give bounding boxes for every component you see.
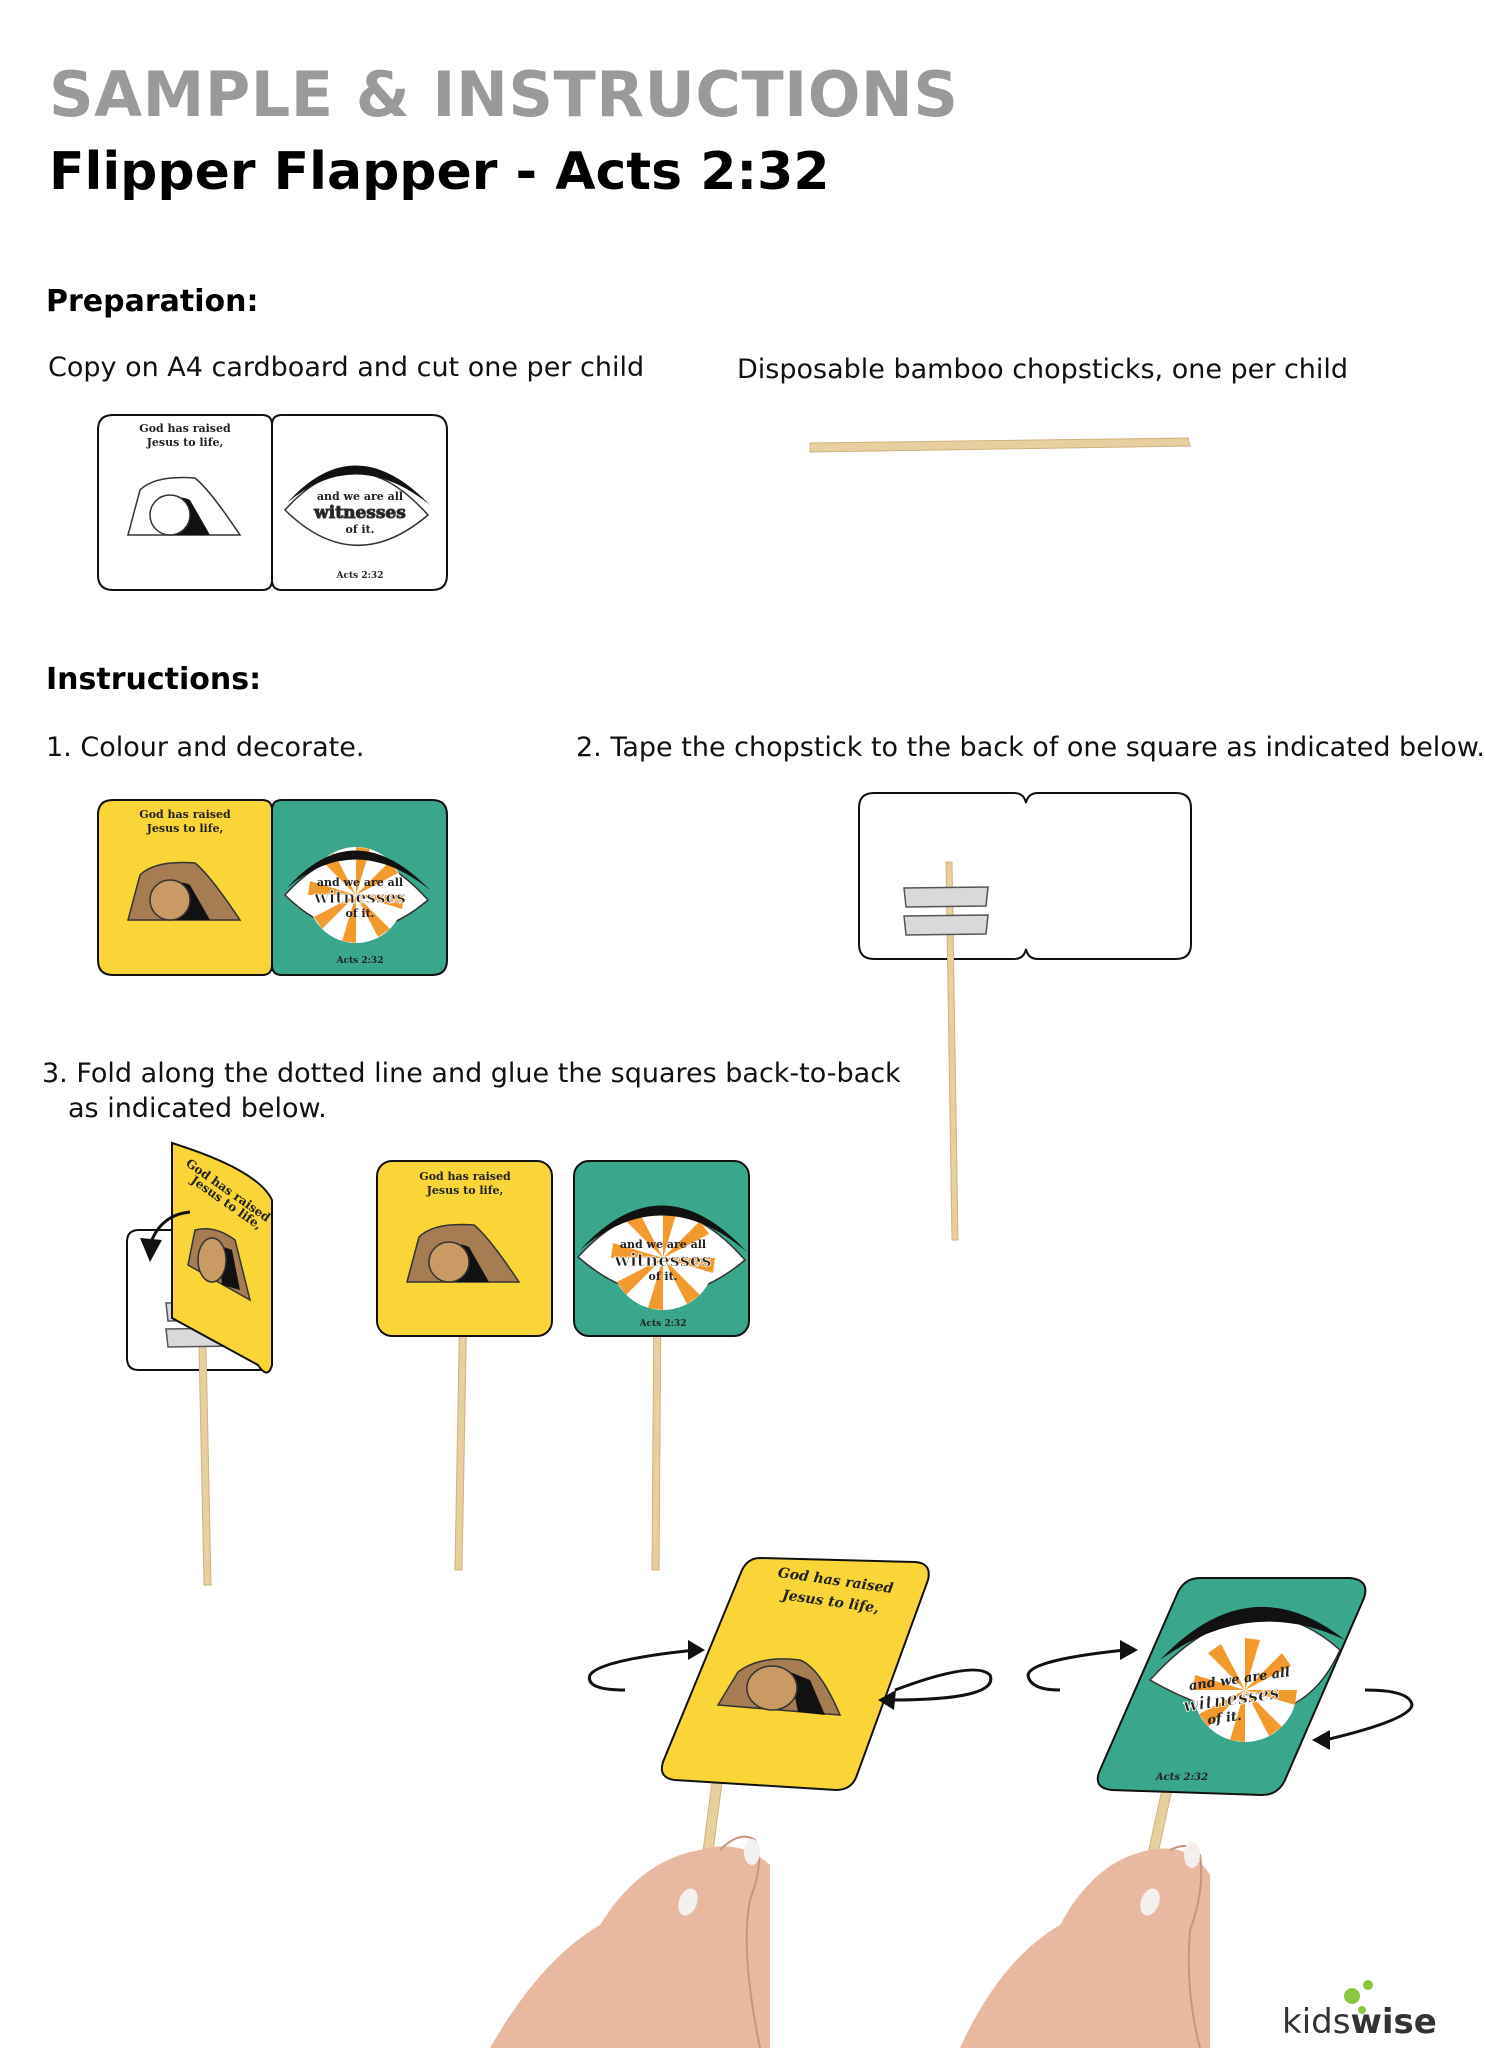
eye-icon xyxy=(283,465,430,546)
coloured-front-line2: Jesus to life, xyxy=(146,822,224,835)
eye-icon xyxy=(576,1205,747,1310)
coloured-template-card: God has raised Jesus to life, and we are… xyxy=(97,799,448,976)
step-3-text-line2: as indicated below. xyxy=(68,1093,327,1124)
template-reference: Acts 2:32 xyxy=(336,571,384,581)
instructions-illustrations: God has raised Jesus to life, and we are… xyxy=(97,414,1414,2048)
finished-front-line2: Jesus to life, xyxy=(426,1184,504,1197)
coloured-back-word: witnesses xyxy=(313,888,406,908)
preparation-heading: Preparation: xyxy=(46,284,259,319)
tomb-icon xyxy=(716,1658,842,1716)
kidswise-logo-dots xyxy=(1344,1980,1373,2014)
tomb-icon xyxy=(187,1228,252,1302)
rotate-arrow-icon xyxy=(878,1668,993,1710)
page-supertitle: SAMPLE & INSTRUCTIONS xyxy=(49,58,959,131)
step-1-text: 1. Colour and decorate. xyxy=(46,732,365,763)
preparation-item-cardboard: Copy on A4 cardboard and cut one per chi… xyxy=(48,352,645,383)
finished-back-word: witnesses xyxy=(613,1250,711,1271)
preparation-item-chopsticks: Disposable bamboo chopsticks, one per ch… xyxy=(737,354,1349,385)
flipping-back-reference: Acts 2:32 xyxy=(1155,1772,1208,1783)
finished-front-card: God has raised Jesus to life, xyxy=(376,1160,553,1571)
flipping-back-card: and we are all witnesses of it. Acts 2:3… xyxy=(1026,1577,1414,1891)
step-2-text: 2. Tape the chopstick to the back of one… xyxy=(576,732,1485,763)
hand-image-right xyxy=(960,1842,1210,2048)
flipping-front-card: God has raised Jesus to life, xyxy=(587,1556,993,1891)
tomb-icon xyxy=(127,476,242,536)
finished-back-line1: and we are all xyxy=(620,1238,706,1251)
template-outline-card: God has raised Jesus to life, and we are… xyxy=(97,414,448,591)
kidswise-logo: kidswise xyxy=(1282,2002,1437,2042)
template-front-line2: Jesus to life, xyxy=(146,436,224,449)
hand-image-left xyxy=(490,1835,770,2048)
coloured-reference: Acts 2:32 xyxy=(336,956,384,966)
tape-strip xyxy=(903,914,989,936)
page-title: Flipper Flapper - Acts 2:32 xyxy=(49,142,830,202)
rotate-arrow-icon xyxy=(1312,1688,1414,1750)
instructions-heading: Instructions: xyxy=(46,662,262,697)
step-3-text-line1: 3. Fold along the dotted line and glue t… xyxy=(42,1058,901,1089)
coloured-back-line1: and we are all xyxy=(317,876,403,889)
tape-strip xyxy=(903,886,989,908)
chopstick-image xyxy=(945,861,959,1241)
logo-wise-text: wise xyxy=(1350,2002,1437,2042)
flipping-back-line3: of it. xyxy=(1207,1709,1243,1729)
rotate-arrow-icon xyxy=(1026,1640,1138,1692)
finished-back-reference: Acts 2:32 xyxy=(639,1319,687,1329)
coloured-front-line1: God has raised xyxy=(139,808,231,821)
chopstick-image xyxy=(809,437,1191,453)
finished-back-line3: of it. xyxy=(649,1270,678,1283)
finished-front-line1: God has raised xyxy=(419,1170,511,1183)
coloured-back-line3: of it. xyxy=(346,907,375,920)
tomb-icon xyxy=(406,1223,521,1283)
logo-kids-text: kids xyxy=(1282,2002,1351,2042)
taped-back-card xyxy=(858,792,1192,1241)
folding-card: God has raised Jesus to life, xyxy=(126,1141,273,1586)
tomb-icon xyxy=(127,861,242,921)
template-back-line3: of it. xyxy=(346,523,375,536)
eye-icon xyxy=(1148,1606,1345,1742)
rotate-arrow-icon xyxy=(587,1640,705,1692)
template-back-word: witnesses xyxy=(313,503,406,523)
finished-back-card: and we are all witnesses of it. Acts 2:3… xyxy=(573,1160,750,1571)
template-back-line1: and we are all xyxy=(317,490,403,503)
template-front-line1: God has raised xyxy=(139,422,231,435)
chopstick-image xyxy=(198,1344,212,1586)
eye-icon xyxy=(283,847,430,943)
fold-arrow-icon xyxy=(140,1210,191,1262)
